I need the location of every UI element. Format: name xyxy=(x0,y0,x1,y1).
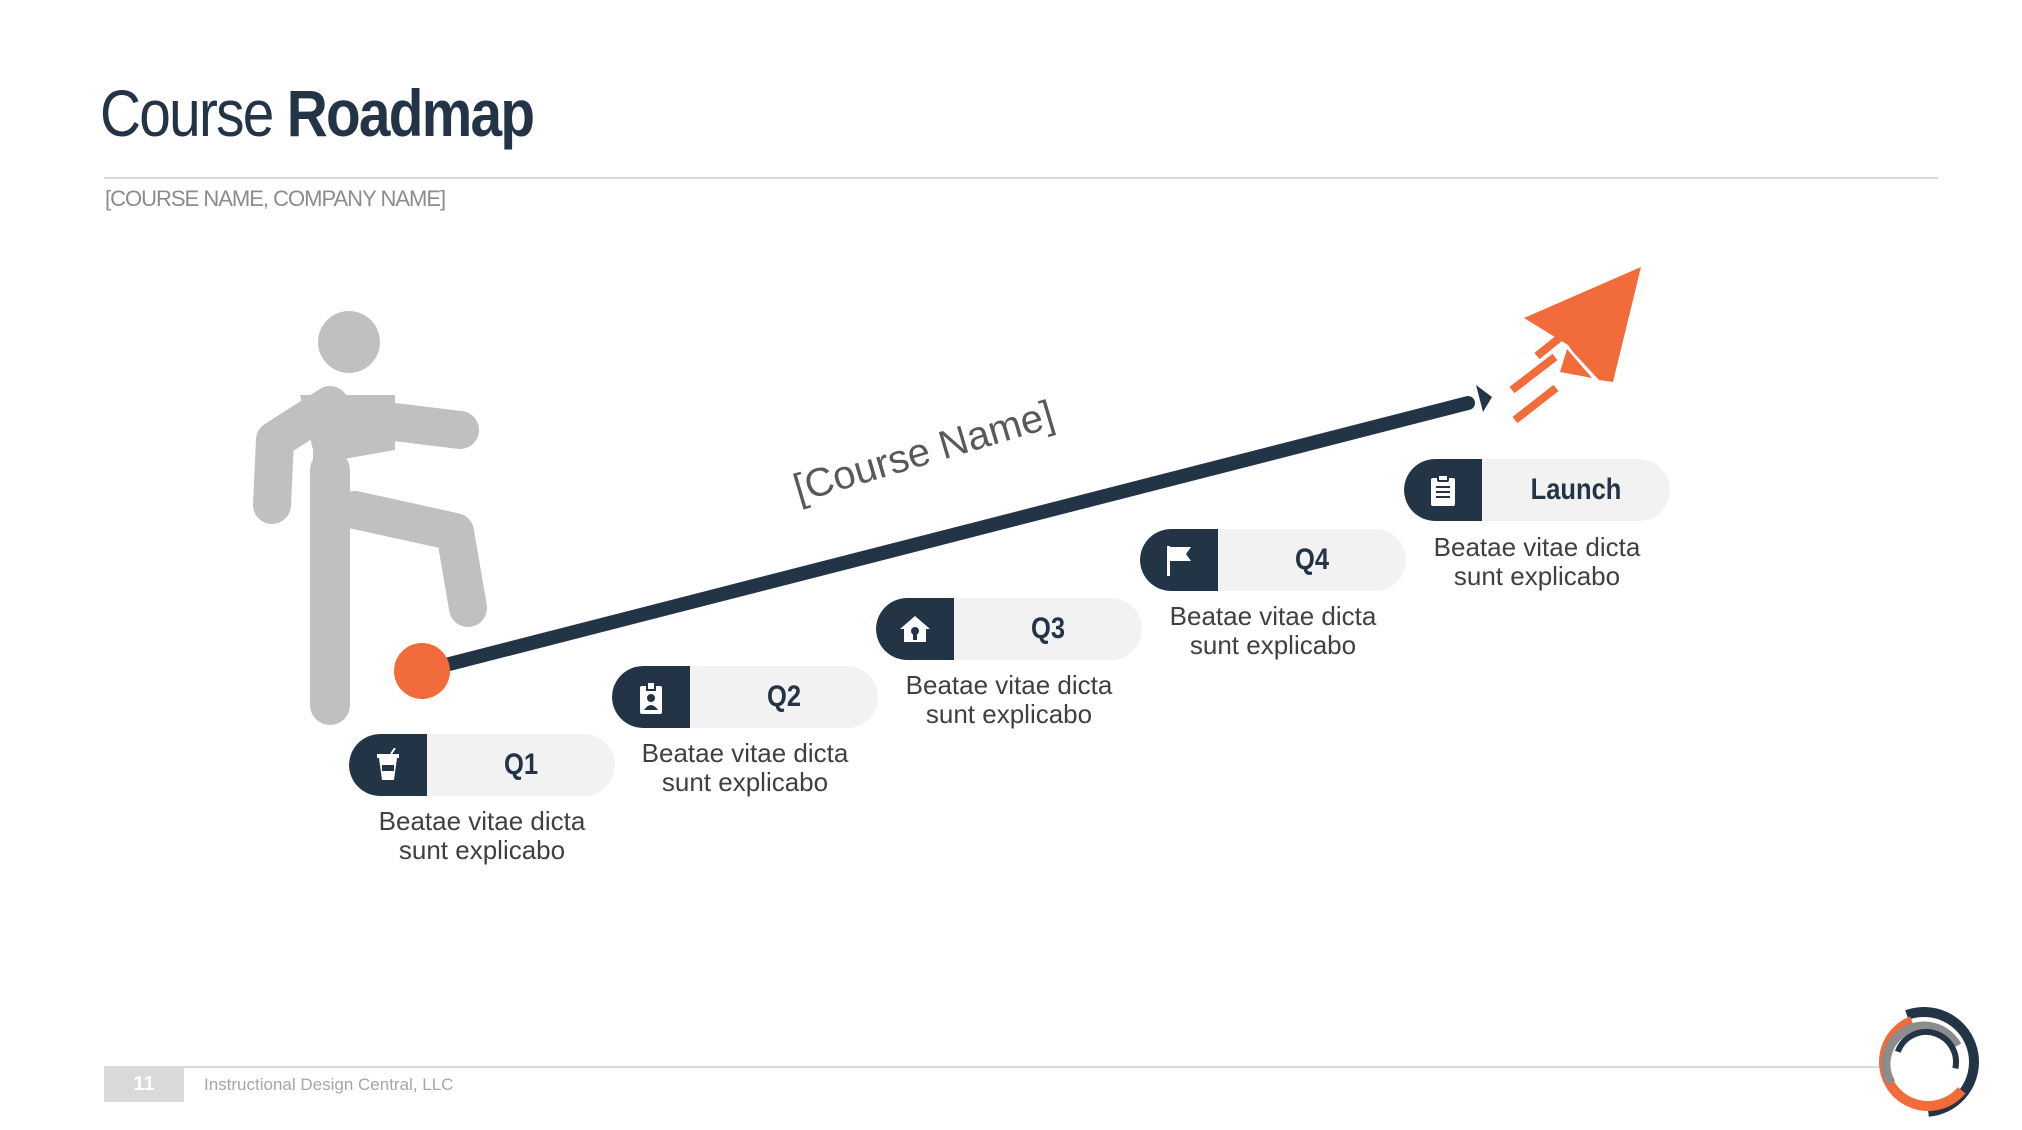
milestone-description: Beatae vitae dicta sunt explicabo xyxy=(1140,602,1406,660)
milestone-q1: Q1 xyxy=(349,734,615,796)
company-logo-icon xyxy=(1869,1007,1979,1117)
desc-line: sunt explicabo xyxy=(1189,630,1357,660)
desc-line: Beatae vitae dicta xyxy=(641,738,849,768)
milestone-label: Q3 xyxy=(1030,612,1066,645)
desc-line: Beatae vitae dicta xyxy=(378,806,586,836)
footer-divider xyxy=(104,1066,1884,1068)
page-title: Course Roadmap xyxy=(100,80,535,146)
title-bold: Roadmap xyxy=(286,76,535,150)
start-dot xyxy=(394,643,450,699)
milestone-description: Beatae vitae dicta sunt explicabo xyxy=(349,807,615,865)
id-badge-icon xyxy=(640,681,662,714)
arrow-head-icon xyxy=(1476,385,1492,412)
milestone-q4: Q4 xyxy=(1140,529,1406,591)
desc-line: Beatae vitae dicta xyxy=(1169,601,1377,631)
milestone-description: Beatae vitae dicta sunt explicabo xyxy=(876,671,1142,729)
flag-icon xyxy=(1167,546,1191,576)
milestone-label: Launch xyxy=(1530,473,1622,506)
page-number: 11 xyxy=(104,1066,184,1102)
milestone-q3: Q3 xyxy=(876,598,1142,660)
milestone-description: Beatae vitae dicta sunt explicabo xyxy=(1404,533,1670,591)
milestone-label: Q2 xyxy=(766,680,802,713)
desc-line: sunt explicabo xyxy=(1453,561,1621,591)
cup-icon xyxy=(377,748,399,780)
desc-line: sunt explicabo xyxy=(925,699,1093,729)
desc-line: sunt explicabo xyxy=(661,767,829,797)
desc-line: Beatae vitae dicta xyxy=(1433,532,1641,562)
subtitle: [COURSE NAME, COMPANY NAME] xyxy=(105,186,446,211)
rocket-icon xyxy=(1509,267,1641,424)
milestone-q2: Q2 xyxy=(612,666,878,728)
roadmap-arrow xyxy=(415,385,1492,678)
home-icon xyxy=(900,616,930,642)
milestone-description: Beatae vitae dicta sunt explicabo xyxy=(612,739,878,797)
clipboard-icon xyxy=(1431,474,1455,506)
desc-line: Beatae vitae dicta xyxy=(905,670,1113,700)
milestone-launch: Launch xyxy=(1404,459,1670,521)
title-light: Course xyxy=(100,76,274,150)
header-divider xyxy=(104,177,1938,179)
milestone-label: Q4 xyxy=(1294,543,1330,576)
desc-line: sunt explicabo xyxy=(398,835,566,865)
person-climbing-icon xyxy=(253,311,487,725)
footer-company: Instructional Design Central, LLC xyxy=(204,1075,454,1094)
milestone-label: Q1 xyxy=(503,748,539,781)
